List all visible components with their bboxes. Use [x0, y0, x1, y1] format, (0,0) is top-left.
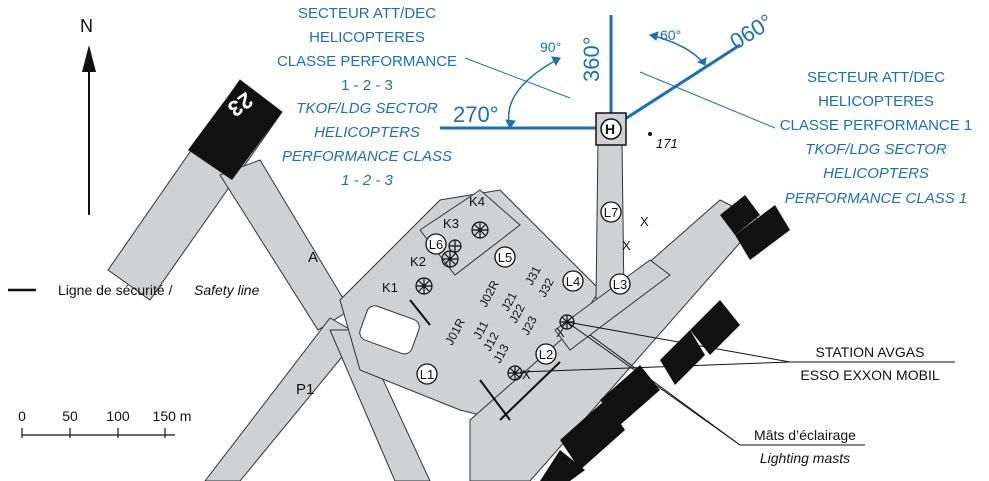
- north-arrow-head: [82, 45, 96, 72]
- sector-left-en-1: TKOF/LDG SECTOR: [296, 100, 438, 117]
- stand-l4-circle: [562, 270, 584, 292]
- north-arrow: N: [80, 16, 96, 215]
- x-markings: X X X X: [522, 214, 649, 382]
- stand-l3: L3: [613, 277, 627, 292]
- scale-100: 100: [106, 408, 130, 424]
- sector-right-en-3: PERFORMANCE CLASS 1: [785, 190, 968, 207]
- stand-k1: K1: [382, 280, 398, 295]
- sector-left-en-3: PERFORMANCE CLASS: [282, 148, 452, 165]
- sector-right-text: SECTEUR ATT/DEC HELICOPTERES CLASSE PERF…: [780, 69, 973, 207]
- pavement: [107, 79, 761, 481]
- north-label: N: [80, 16, 93, 36]
- avgas-callout: [519, 321, 955, 373]
- sector-right-fr-1: SECTEUR ATT/DEC: [807, 69, 945, 86]
- stand-k2: K2: [410, 254, 426, 269]
- sector-left-en-2: HELICOPTERS: [314, 124, 420, 141]
- sector-left-fr-3: CLASSE PERFORMANCE: [277, 53, 457, 70]
- angle-60: 60°: [660, 27, 681, 43]
- taxiway-a-label: A: [308, 249, 318, 266]
- buildings: [540, 195, 790, 481]
- heli-sectors: [440, 15, 776, 130]
- sector-left-text: SECTEUR ATT/DEC HELICOPTERES CLASSE PERF…: [277, 5, 457, 189]
- taxiway-p1-label: P1: [296, 381, 314, 398]
- masts-label-fr: Mâts d’éclairage: [754, 427, 856, 443]
- stand-l7-circle: [600, 201, 622, 223]
- legend-safety-en: Safety line: [194, 282, 260, 298]
- x-mark-2: X: [640, 214, 649, 229]
- sector-left-fr-2: HELICOPTERES: [309, 29, 425, 46]
- stand-l5: L5: [498, 250, 512, 265]
- runway-threshold: 23: [188, 80, 282, 180]
- stand-l4: L4: [566, 274, 580, 289]
- taxiway-a: [219, 159, 351, 331]
- masts-callout: [566, 321, 865, 446]
- stand-k4: K4: [469, 194, 485, 209]
- avgas-label-2: ESSO EXXON MOBIL: [800, 367, 939, 383]
- taxiway-p1: [204, 317, 361, 481]
- scale-50: 50: [62, 408, 78, 424]
- grass-island: [359, 305, 420, 355]
- stand-l6: L6: [429, 237, 443, 252]
- heading-060: 060°: [725, 9, 777, 54]
- heliport-h-icon: H: [605, 121, 615, 137]
- heading-360: 360°: [579, 36, 604, 82]
- legend-safety-fr: Ligne de sécurité /: [58, 282, 173, 298]
- stand-l3-circle: [609, 273, 631, 295]
- avgas-label-1: STATION AVGAS: [816, 344, 925, 360]
- taxiway-parallel: [469, 199, 761, 481]
- heading-270: 270°: [453, 102, 499, 127]
- scale-150: 150 m: [153, 408, 192, 424]
- masts-label-en: Lighting masts: [760, 450, 850, 466]
- scale-bar: [21, 428, 175, 438]
- stand-k3: K3: [443, 216, 459, 231]
- sector-right-en-2: HELICOPTERS: [823, 165, 929, 182]
- sector-right-fr-2: HELICOPTERES: [818, 93, 934, 110]
- angle-90: 90°: [540, 39, 561, 55]
- stand-l2-circle: [535, 343, 557, 365]
- stand-l1-circle: [416, 363, 438, 385]
- heliport-pad: H: [595, 112, 627, 146]
- elevation-label: 171: [656, 136, 678, 151]
- safety-lines: [409, 299, 561, 421]
- stand-l2: L2: [539, 347, 553, 362]
- stand-markers: [416, 201, 631, 385]
- stand-l7: L7: [604, 205, 618, 220]
- sector-left-fr-1: SECTEUR ATT/DEC: [298, 5, 436, 22]
- sector-right-en-1: TKOF/LDG SECTOR: [805, 141, 947, 158]
- elevation-dot: [648, 132, 652, 136]
- stand-l6-circle: [425, 233, 447, 255]
- legend-safety-line: Ligne de sécurité / Safety line: [8, 282, 260, 298]
- scale-labels: 0 50 100 150 m: [18, 408, 191, 424]
- x-mark-4: X: [522, 367, 531, 382]
- stand-l5-circle: [494, 246, 516, 268]
- stand-labels: L6 L5 L4 L3 L7 L2 L1 K1 K2 K3 K4: [382, 194, 627, 382]
- sector-left-fr-4: 1 - 2 - 3: [341, 77, 393, 94]
- sector-left-en-4: 1 - 2 - 3: [341, 172, 393, 189]
- sector-right-fr-3: CLASSE PERFORMANCE 1: [780, 117, 973, 134]
- x-mark-1: X: [622, 238, 631, 253]
- scale-0: 0: [18, 408, 26, 424]
- x-mark-3: X: [556, 325, 565, 340]
- stand-l1: L1: [420, 367, 434, 382]
